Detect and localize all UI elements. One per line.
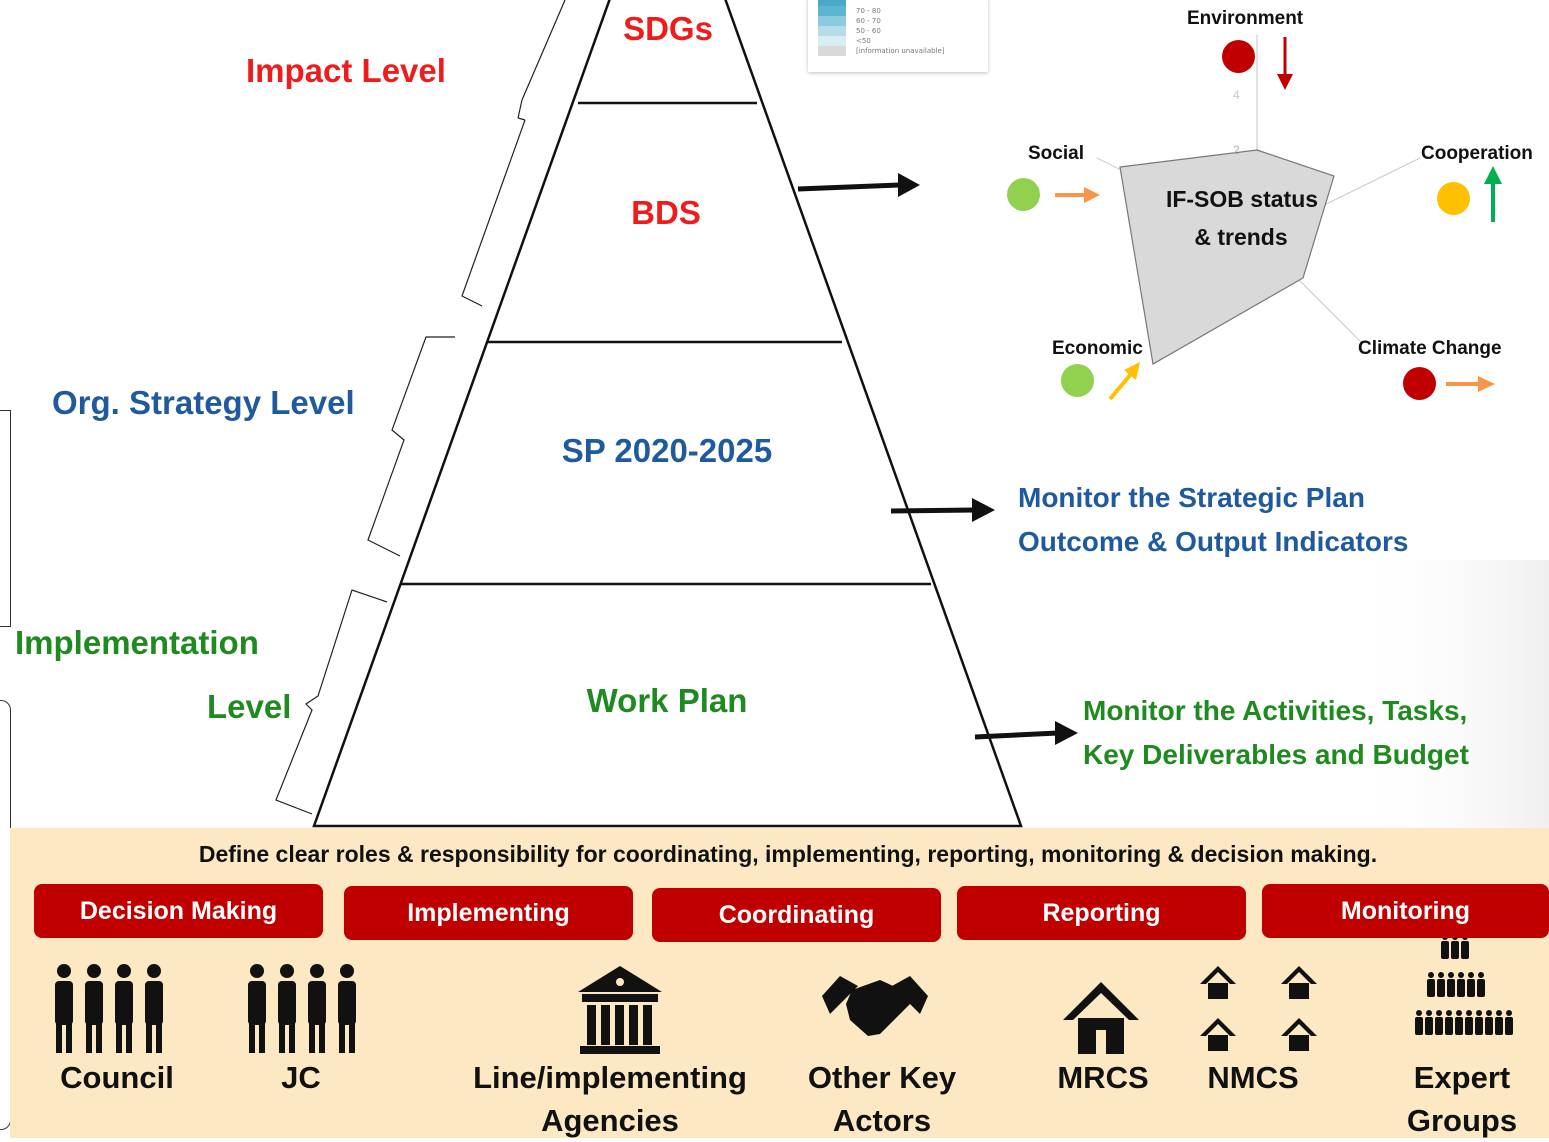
radar-label-social: Social <box>1028 143 1084 164</box>
actor-expert-groups-label-line1: Expert <box>1413 1060 1511 1095</box>
role-decision-making: Decision Making <box>34 884 323 938</box>
actor-expert-groups-label-line2: Groups <box>1406 1103 1518 1138</box>
building-icon <box>578 966 662 1054</box>
economic-status-dot <box>1061 364 1094 397</box>
radar-label-environment: Environment <box>1187 8 1304 29</box>
expert-groups-icon <box>1415 934 1513 1035</box>
braces <box>275 0 566 815</box>
pyramid-outline <box>312 0 1023 828</box>
monitor-strategic-line1: Monitor the Strategic Plan <box>1018 482 1365 513</box>
legend-label: <50 <box>856 37 871 45</box>
radar-polygon <box>1119 149 1335 365</box>
pyramid <box>312 0 1023 828</box>
pyramid-tier-sp: SP 2020-2025 <box>561 432 773 469</box>
legend-label: 50 - 60 <box>856 27 881 35</box>
pyramid-tier-bds: BDS <box>631 194 701 231</box>
environment-status-dot <box>1222 40 1255 73</box>
actor-nmcs-label: NMCS <box>1207 1060 1299 1095</box>
legend-label: 60 - 70 <box>856 17 881 25</box>
actor-line-agencies-label-line1: Line/implementing <box>473 1060 747 1095</box>
map-legend: 70 - 80 60 - 70 50 - 60 <50 [information… <box>808 0 988 72</box>
arrow-bds-head <box>898 173 920 197</box>
legend-label: 70 - 80 <box>856 7 881 15</box>
arrow-cooperation-head <box>1484 166 1502 184</box>
arrow-economic-line <box>1108 372 1133 401</box>
monitor-activities-line2: Key Deliverables and Budget <box>1083 739 1469 770</box>
org-strategy-level-label: Org. Strategy Level <box>52 384 355 421</box>
left-edge-frame-top <box>0 410 11 627</box>
implementation-level-label-line2: Level <box>207 688 292 725</box>
council-icon <box>55 964 163 1053</box>
legend-swatch <box>818 16 846 26</box>
arrow-wp-line <box>974 730 1059 740</box>
legend-swatch <box>818 6 846 16</box>
arrow-climate-head <box>1478 376 1495 392</box>
arrow-sp-head <box>972 498 995 522</box>
role-reporting: Reporting <box>957 886 1246 940</box>
arrow-bds-line <box>797 182 901 192</box>
nmcs-houses-icon <box>1200 966 1317 1051</box>
handshake-icon <box>822 976 928 1036</box>
jc-icon <box>248 964 356 1053</box>
roles-headline: Define clear roles & responsibility for … <box>198 841 1378 867</box>
arrow-wp-head <box>1055 721 1078 745</box>
arrow-environment-head <box>1277 74 1293 90</box>
legend-row: 50 - 60 <box>818 26 881 36</box>
legend-label: [information unavailable] <box>856 47 945 55</box>
role-monitoring: Monitoring <box>1262 884 1549 938</box>
cooperation-status-dot <box>1437 182 1470 215</box>
impact-level-label: Impact Level <box>246 52 446 89</box>
actor-council-label: Council <box>60 1060 174 1095</box>
actor-other-key-label-line1: Other Key <box>807 1060 957 1095</box>
legend-swatch <box>818 0 846 6</box>
brace-strategy <box>367 336 455 557</box>
actor-jc-label: JC <box>281 1060 321 1095</box>
brace-implementation <box>275 589 388 815</box>
background-shade <box>1350 560 1549 828</box>
radar-label-cooperation: Cooperation <box>1421 143 1533 164</box>
legend-row: 70 - 80 <box>818 6 881 16</box>
role-coordinating: Coordinating <box>652 888 941 942</box>
arrow-social-head <box>1084 187 1100 203</box>
legend-swatch <box>818 36 846 46</box>
arrow-sp-line <box>890 507 976 514</box>
implementation-level-label-line1: Implementation <box>15 624 259 661</box>
role-implementing: Implementing <box>344 886 633 940</box>
radar-label-economic: Economic <box>1052 338 1143 359</box>
legend-swatch <box>818 26 846 36</box>
actor-mrcs-label: MRCS <box>1057 1060 1149 1095</box>
legend-swatch <box>818 46 846 56</box>
arrow-economic-head <box>1124 362 1140 380</box>
legend-row: 60 - 70 <box>818 16 881 26</box>
radar-tick-4: 4 <box>1233 88 1240 102</box>
legend-row: [information unavailable] <box>818 46 945 56</box>
pyramid-tier-sdgs: SDGs <box>623 10 713 47</box>
arrows <box>797 173 1078 745</box>
legend-row <box>818 0 856 6</box>
monitor-strategic-line2: Outcome & Output Indicators <box>1018 526 1409 557</box>
radar-center-label-line2: & trends <box>1194 224 1288 250</box>
actor-other-key-label-line2: Actors <box>832 1103 932 1138</box>
brace-impact <box>461 0 566 307</box>
radar-center-label-line1: IF-SOB status <box>1165 186 1319 212</box>
mrcs-house-icon <box>1063 982 1139 1054</box>
pyramid-tier-workplan: Work Plan <box>586 682 748 719</box>
radar-chart <box>1096 35 1421 365</box>
climate-change-status-dot <box>1403 367 1436 400</box>
legend-row: <50 <box>818 36 871 46</box>
radar-arrows <box>1055 37 1502 401</box>
actor-line-agencies-label-line2: Agencies <box>541 1103 679 1138</box>
monitor-activities-line1: Monitor the Activities, Tasks, <box>1083 695 1468 726</box>
radar-tick-2: 2 <box>1233 143 1240 157</box>
radar-label-climate-change: Climate Change <box>1358 338 1502 359</box>
social-status-dot <box>1007 178 1040 211</box>
